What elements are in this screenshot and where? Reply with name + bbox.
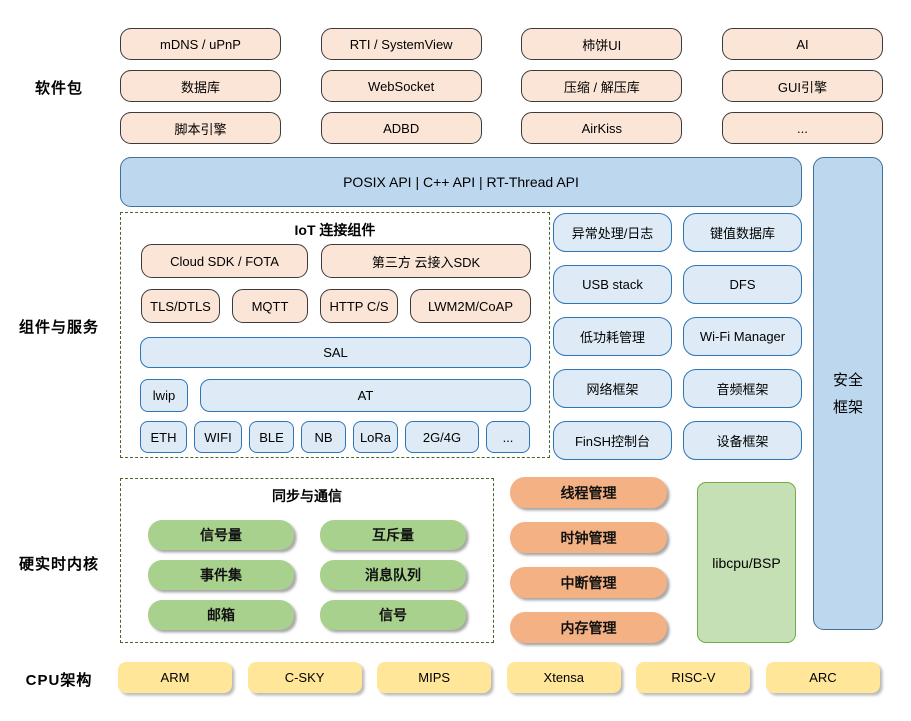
libcpu-bsp-box: libcpu/BSP [697,482,796,643]
cpu-arch-box: Xtensa [506,662,621,693]
api-layer-bar: POSIX API | C++ API | RT-Thread API [120,157,802,207]
security-framework-label-line2: 框架 [832,398,863,416]
service-box: 设备框架 [683,421,802,460]
software-packages-grid: mDNS / uPnP RTI / SystemView 柿饼UI AI 数据库… [120,28,883,144]
service-box: 音频框架 [683,369,802,408]
protocol-box: HTTP C/S [320,289,398,323]
service-box: Wi-Fi Manager [683,317,802,356]
kernel-object-box: 消息队列 [320,560,466,590]
cloud-sdk-box: Cloud SDK / FOTA [141,244,308,278]
manager-box: 时钟管理 [510,522,667,553]
manager-box: 内存管理 [510,612,667,643]
cpu-arch-box: RISC-V [636,662,751,693]
service-box: FinSH控制台 [553,421,672,460]
sync-communication-group: 同步与通信 信号量 互斥量 事件集 消息队列 邮箱 信号 [120,478,494,643]
package-box: AI [721,28,883,60]
sync-pills-grid: 信号量 互斥量 事件集 消息队列 邮箱 信号 [148,520,466,630]
package-box: 脚本引擎 [120,112,281,144]
phy-box: ... [486,421,530,453]
cpu-arch-box: ARM [118,662,232,693]
kernel-object-box: 信号量 [148,520,294,550]
package-box: ADBD [320,112,482,144]
service-box: 网络框架 [553,369,672,408]
package-box: 数据库 [120,70,281,102]
package-box: mDNS / uPnP [120,28,281,60]
package-box: 压缩 / 解压库 [521,70,683,102]
section-label-kernel: 硬实时内核 [18,556,99,573]
service-box: USB stack [553,265,672,304]
section-label-packages: 软件包 [34,80,83,97]
phy-box: BLE [249,421,294,453]
package-box: AirKiss [521,112,683,144]
kernel-object-box: 邮箱 [148,600,294,630]
protocol-box: TLS/DTLS [141,289,220,323]
security-framework-column: 安全 框架 [813,157,883,630]
cpu-arch-box: MIPS [377,662,492,693]
kernel-object-box: 互斥量 [320,520,466,550]
section-label-cpu: CPU架构 [25,672,93,689]
phy-box: NB [301,421,346,453]
cpu-architectures-row: ARM C-SKY MIPS Xtensa RISC-V ARC [118,662,880,693]
kernel-object-box: 事件集 [148,560,294,590]
phy-box: WIFI [194,421,242,453]
package-box: 柿饼UI [521,28,683,60]
at-layer-box: AT [200,379,531,412]
package-box: WebSocket [320,70,482,102]
package-box: GUI引擎 [721,70,883,102]
phy-box: 2G/4G [405,421,479,453]
service-box: 键值数据库 [683,213,802,252]
security-framework-label-line1: 安全 [832,371,863,389]
protocol-box: MQTT [232,289,308,323]
service-box: DFS [683,265,802,304]
cpu-arch-box: ARC [765,662,880,693]
protocol-box: LWM2M/CoAP [410,289,531,323]
sync-group-title: 同步与通信 [272,488,342,504]
phy-interfaces-row: ETH WIFI BLE NB LoRa 2G/4G ... [140,421,531,453]
third-party-sdk-box: 第三方 云接入SDK [321,244,531,278]
kernel-object-box: 信号 [320,600,466,630]
phy-box: LoRa [353,421,398,453]
service-box: 低功耗管理 [553,317,672,356]
package-box: ... [721,112,883,144]
component-services-grid: 异常处理/日志 键值数据库 USB stack DFS 低功耗管理 Wi-Fi … [553,213,802,460]
package-box: RTI / SystemView [320,28,482,60]
manager-box: 线程管理 [510,477,667,508]
phy-box: ETH [140,421,187,453]
cpu-arch-box: C-SKY [247,662,362,693]
service-box: 异常处理/日志 [553,213,672,252]
kernel-managers-column: 线程管理 时钟管理 中断管理 内存管理 [510,477,667,643]
sal-layer-box: SAL [140,337,531,368]
lwip-box: lwip [140,379,188,412]
manager-box: 中断管理 [510,567,667,598]
section-label-components: 组件与服务 [18,319,99,336]
iot-group-title: IoT 连接组件 [294,222,376,238]
iot-components-group: IoT 连接组件 Cloud SDK / FOTA 第三方 云接入SDK TLS… [120,212,550,458]
